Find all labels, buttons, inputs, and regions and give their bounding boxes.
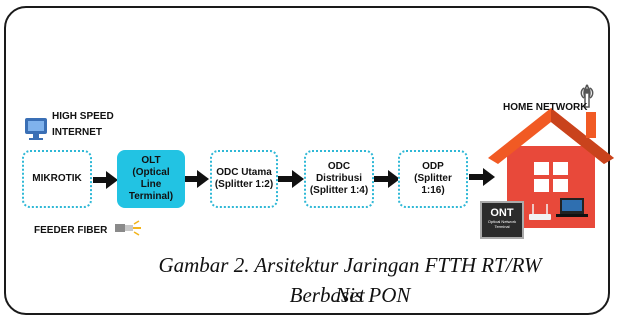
ont-device: ONT Optical Network Terminal (480, 201, 524, 239)
box-odc-distribusi: ODC Distribusi (Splitter 1:4) (304, 150, 374, 208)
figure-caption-line2: Berbasis PON (289, 283, 411, 307)
fiber-connector-icon (115, 220, 141, 236)
home-network-label: HOME NETWORK (503, 102, 588, 113)
box-mikrotik-label: MIKROTIK (32, 173, 82, 184)
box-odc-distribusi-label: ODC Distribusi (Splitter 1:4) (309, 161, 369, 196)
box-olt: OLT (Optical Line Terminal) (117, 150, 185, 208)
arrow-3 (278, 170, 304, 188)
arrow-2 (184, 170, 209, 188)
high-speed-label: HIGH SPEED (52, 111, 114, 122)
arrow-4 (374, 170, 400, 188)
box-odc-utama-label: ODC Utama (Splitter 1:2) (214, 167, 274, 190)
box-odp-label: ODP (Splitter 1:16) (414, 161, 452, 196)
box-mikrotik: MIKROTIK (22, 150, 92, 208)
arrow-1 (93, 171, 118, 189)
box-olt-label: OLT (Optical Line Terminal) (128, 155, 174, 202)
ont-label: ONT (490, 207, 514, 219)
house-icon (488, 108, 614, 228)
box-odp: ODP (Splitter 1:16) (398, 150, 468, 208)
figure-caption-line1: Gambar 2. Arsitektur Jaringan FTTH RT/RW… (158, 253, 542, 307)
wifi-antenna-icon (580, 84, 594, 108)
internet-label: INTERNET (52, 127, 102, 138)
box-odc-utama: ODC Utama (Splitter 1:2) (210, 150, 278, 208)
feeder-fiber-label: FEEDER FIBER (34, 225, 108, 236)
arrow-5 (469, 168, 495, 186)
flow-arrows (93, 168, 495, 189)
monitor-icon (25, 118, 47, 140)
ont-sublabel: Optical Network Terminal (487, 219, 517, 229)
